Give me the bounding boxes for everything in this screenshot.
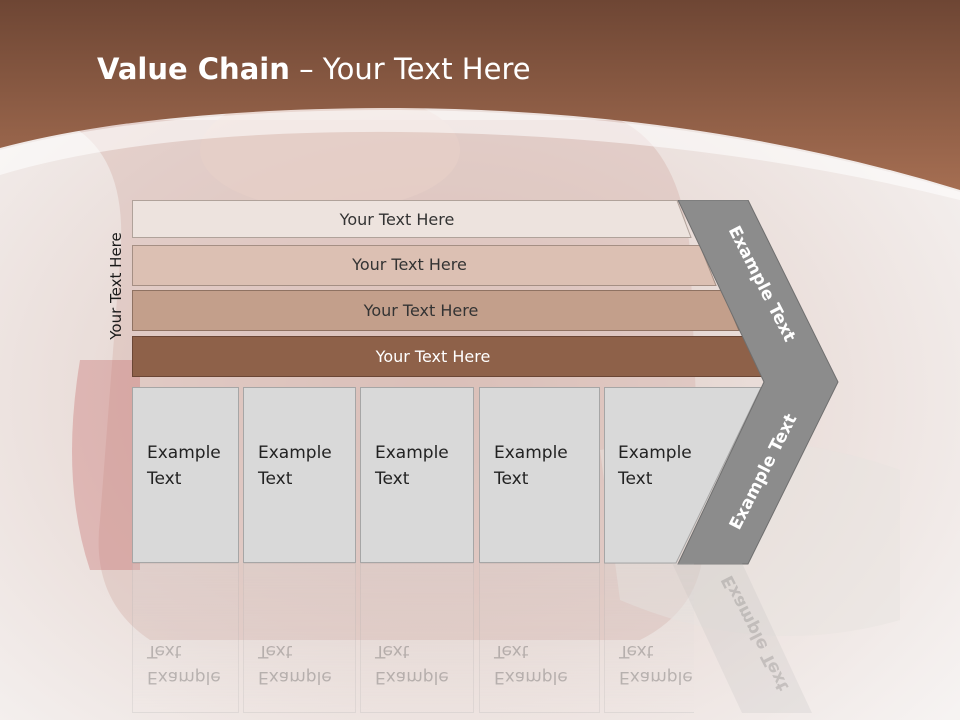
support-row-2-label: Your Text Here [352,254,467,274]
primary-activity-3[interactable]: Example Text [360,387,474,563]
title-rest: – Your Text Here [289,52,531,86]
support-row-1-label: Your Text Here [339,209,455,229]
support-row-4-label: Your Text Here [375,347,491,366]
primary-activity-2[interactable]: Example Text [243,387,356,563]
margin-chevron[interactable] [672,200,842,565]
support-row-1[interactable]: Your Text Here [132,200,692,238]
support-row-2[interactable]: Your Text Here [132,245,717,286]
primary-activity-5[interactable]: Example Text [604,387,764,568]
support-row-3-label: Your Text Here [363,301,479,320]
primary-activity-1-label: Example Text [147,443,221,489]
primary-activity-2-label: Example Text [258,443,332,489]
title-bold: Value Chain [97,52,290,86]
reflection: Example Text Example Text Example Text E… [132,563,852,720]
primary-activity-4-label: Example Text [494,443,568,489]
primary-activity-1[interactable]: Example Text [132,387,239,563]
support-row-3[interactable]: Your Text Here [132,290,740,331]
primary-activity-5-label: Example Text [618,443,692,489]
primary-activity-3-label: Example Text [375,443,449,489]
header-band [0,0,960,200]
slide-title: Value Chain – Your Text Here [97,52,531,86]
side-label: Your Text Here [107,232,125,340]
primary-activity-4[interactable]: Example Text [479,387,600,563]
support-row-4[interactable]: Your Text Here [132,336,764,377]
